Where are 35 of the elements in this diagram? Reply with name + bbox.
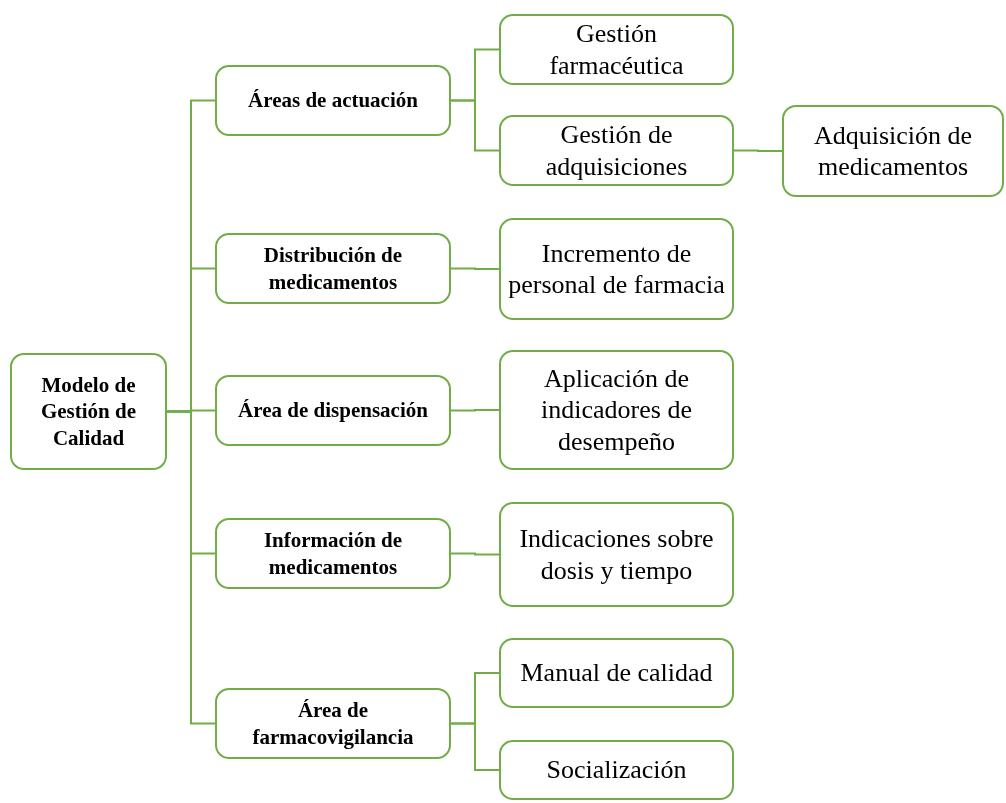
connector-line: [733, 149, 783, 152]
box-label: Indicaciones sobre dosis y tiempo: [518, 523, 715, 586]
box-label: Distribución de medicamentos: [262, 242, 404, 295]
rounded-box: [499, 14, 734, 85]
connector-line: [450, 409, 500, 412]
box-label: Área de dispensación: [238, 397, 428, 424]
rounded-box: [499, 740, 734, 800]
rounded-box: [499, 502, 734, 607]
box-label: Socialización: [546, 754, 687, 786]
rounded-box: [499, 115, 734, 186]
rounded-box: [499, 638, 734, 708]
box-label: Gestión farmacéutica: [548, 18, 685, 81]
connector-line: [450, 552, 500, 556]
rounded-box: [215, 65, 451, 136]
box-label: Información de medicamentos: [262, 527, 404, 580]
rounded-box: [10, 353, 167, 470]
box-label: Incremento de personal de farmacia: [507, 237, 726, 301]
rounded-box: [215, 375, 451, 446]
rounded-box: [215, 688, 451, 759]
connector-line: [450, 722, 500, 771]
box-label: Gestión de adquisiciones: [544, 119, 689, 182]
connector-line: [166, 410, 216, 725]
box-label: Área de farmacovigilancia: [251, 697, 415, 750]
rounded-box: [499, 218, 734, 320]
box-label: Aplicación de indicadores de desempeño: [540, 363, 693, 457]
box-label: Adquisición de medicamentos: [812, 119, 974, 183]
rounded-box: [499, 350, 734, 470]
box-label: Áreas de actuación: [248, 87, 418, 114]
rounded-box: [215, 233, 451, 304]
box-label: Manual de calidad: [520, 657, 713, 689]
box-label: Modelo de Gestión de Calidad: [39, 372, 138, 451]
connector-line: [450, 267, 500, 270]
connector-line: [450, 99, 500, 152]
rounded-box: [782, 105, 1004, 197]
rounded-box: [215, 518, 451, 589]
